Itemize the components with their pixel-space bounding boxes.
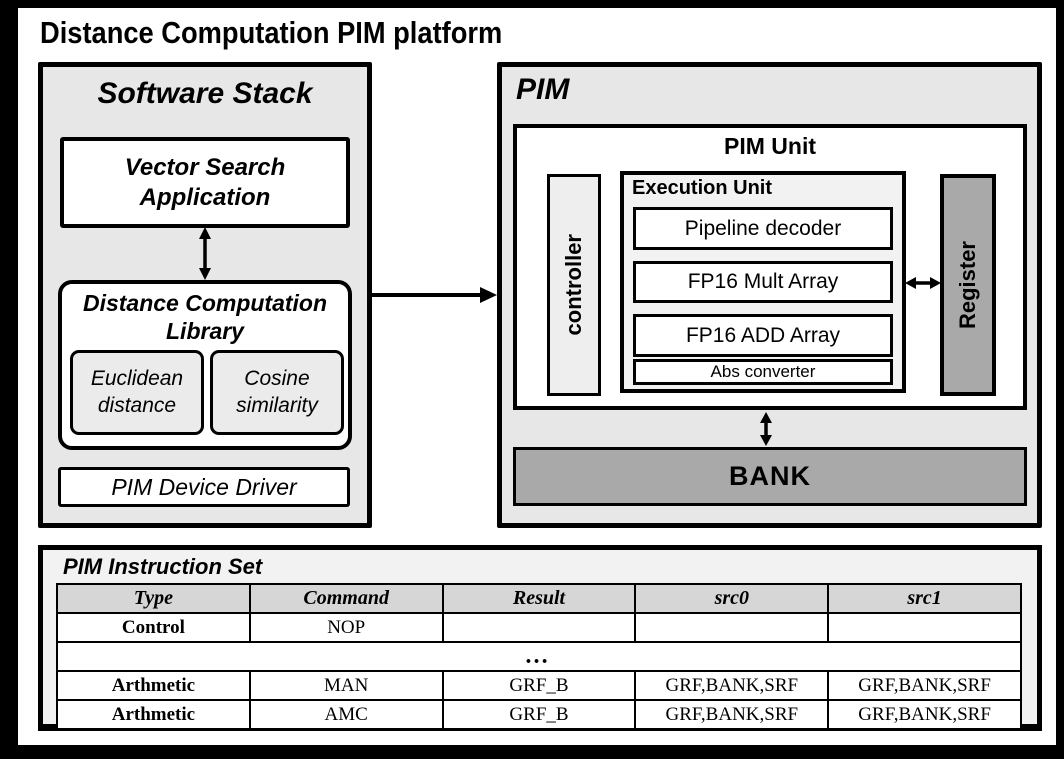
cell-result: GRF_B [441,670,637,701]
pim-box: PIM PIM Unit controller Execution Unit P… [497,62,1042,528]
fp16-add-array-box: FP16 ADD Array [633,314,893,357]
bank-label: BANK [729,461,811,491]
cell-src0: GRF,BANK,SRF [634,699,830,730]
pim-title: PIM [516,73,570,106]
abs-converter-label: Abs converter [710,362,816,381]
register-box: Register [940,174,996,396]
pim-instruction-set-title: PIM Instruction Set [63,554,263,579]
fp16-mult-array-label: FP16 Mult Array [687,270,839,293]
ellipsis-cell: … [56,641,1022,672]
cell-src0 [634,612,830,643]
bank-box: BANK [513,447,1027,506]
vector-search-application-label: Vector Search Application [124,154,286,211]
execution-unit-title: Execution Unit [632,177,773,199]
software-stack-title: Software Stack [97,77,313,110]
pim-device-driver-box: PIM Device Driver [58,467,350,507]
column-header-command: Command [248,583,444,614]
vector-search-application-box: Vector Search Application [60,137,350,228]
instruction-table: Type Command Result src0 src1 Control NO… [56,583,1022,730]
unit-bank-double-arrow-icon [760,412,772,446]
cell-result: GRF_B [441,699,637,730]
distance-computation-library-box: Distance Computation Library Euclidean d… [58,280,352,450]
table-header-row: Type Command Result src0 src1 [56,583,1022,614]
cell-command: NOP [248,612,444,643]
cell-result [441,612,637,643]
controller-label: controller [561,234,586,336]
cell-src1 [827,612,1022,643]
column-header-type: Type [56,583,251,614]
table-row: Control NOP [56,612,1022,643]
pim-unit-title: PIM Unit [724,133,816,159]
cell-type: Arthmetic [56,699,251,730]
column-header-src1: src1 [827,583,1022,614]
cell-src0: GRF,BANK,SRF [634,670,830,701]
euclidean-distance-box: Euclidean distance [70,350,204,435]
table-row: Arthmetic MAN GRF_B GRF,BANK,SRF GRF,BAN… [56,670,1022,701]
register-label: Register [955,240,980,330]
execution-unit-box: Execution Unit Pipeline decoder FP16 Mul… [620,171,906,393]
euclidean-distance-label: Euclidean distance [90,367,184,417]
software-to-pim-arrow-icon [372,287,497,303]
cell-type: Arthmetic [56,670,251,701]
figure-title: Distance Computation PIM platform [40,15,503,50]
pipeline-decoder-label: Pipeline decoder [684,216,842,240]
column-header-src0: src0 [634,583,830,614]
software-stack-box: Software Stack Vector Search Application… [38,62,372,528]
abs-converter-box: Abs converter [633,359,893,385]
cell-type: Control [56,612,251,643]
controller-box: controller [547,174,601,396]
cell-command: AMC [248,699,444,730]
cell-src1: GRF,BANK,SRF [827,670,1022,701]
table-row: Arthmetic AMC GRF_B GRF,BANK,SRF GRF,BAN… [56,699,1022,730]
execution-register-double-arrow-icon [905,277,941,289]
fp16-add-array-label: FP16 ADD Array [685,323,841,347]
pim-device-driver-label: PIM Device Driver [111,473,297,500]
pipeline-decoder-box: Pipeline decoder [633,207,893,250]
cell-command: MAN [248,670,444,701]
table-ellipsis-row: … [56,641,1022,672]
pim-unit-box: PIM Unit controller Execution Unit Pipel… [513,124,1027,410]
distance-computation-library-title: Distance Computation Library [82,290,328,344]
app-library-double-arrow-icon [199,227,211,280]
fp16-mult-array-box: FP16 Mult Array [633,261,893,303]
column-header-result: Result [441,583,637,614]
cell-src1: GRF,BANK,SRF [827,699,1022,730]
cosine-similarity-label: Cosine similarity [236,367,318,417]
cosine-similarity-box: Cosine similarity [210,350,344,435]
pim-instruction-set-box: PIM Instruction Set Type Command Result … [38,545,1042,731]
